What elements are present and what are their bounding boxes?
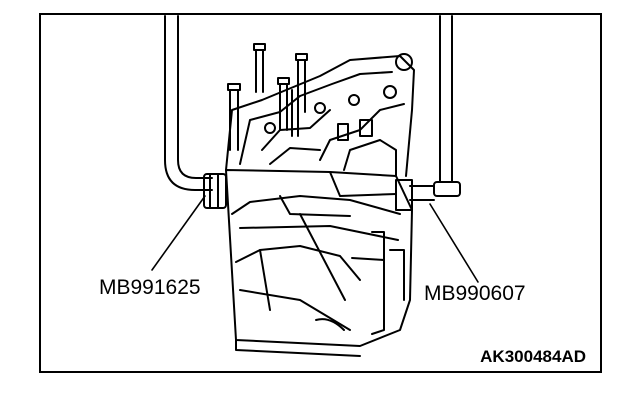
tool-label-left: MB991625 — [99, 276, 201, 299]
left-tool-bar — [164, 15, 227, 209]
figure-border — [39, 13, 602, 373]
leader-lines — [151, 195, 479, 283]
figure-id-label: AK300484AD — [480, 347, 586, 366]
valve-body — [225, 53, 415, 177]
bolt-studs — [227, 43, 308, 151]
right-tool-bar — [395, 15, 461, 211]
transaxle-housing — [225, 169, 413, 357]
tool-label-right: MB990607 — [424, 282, 526, 305]
